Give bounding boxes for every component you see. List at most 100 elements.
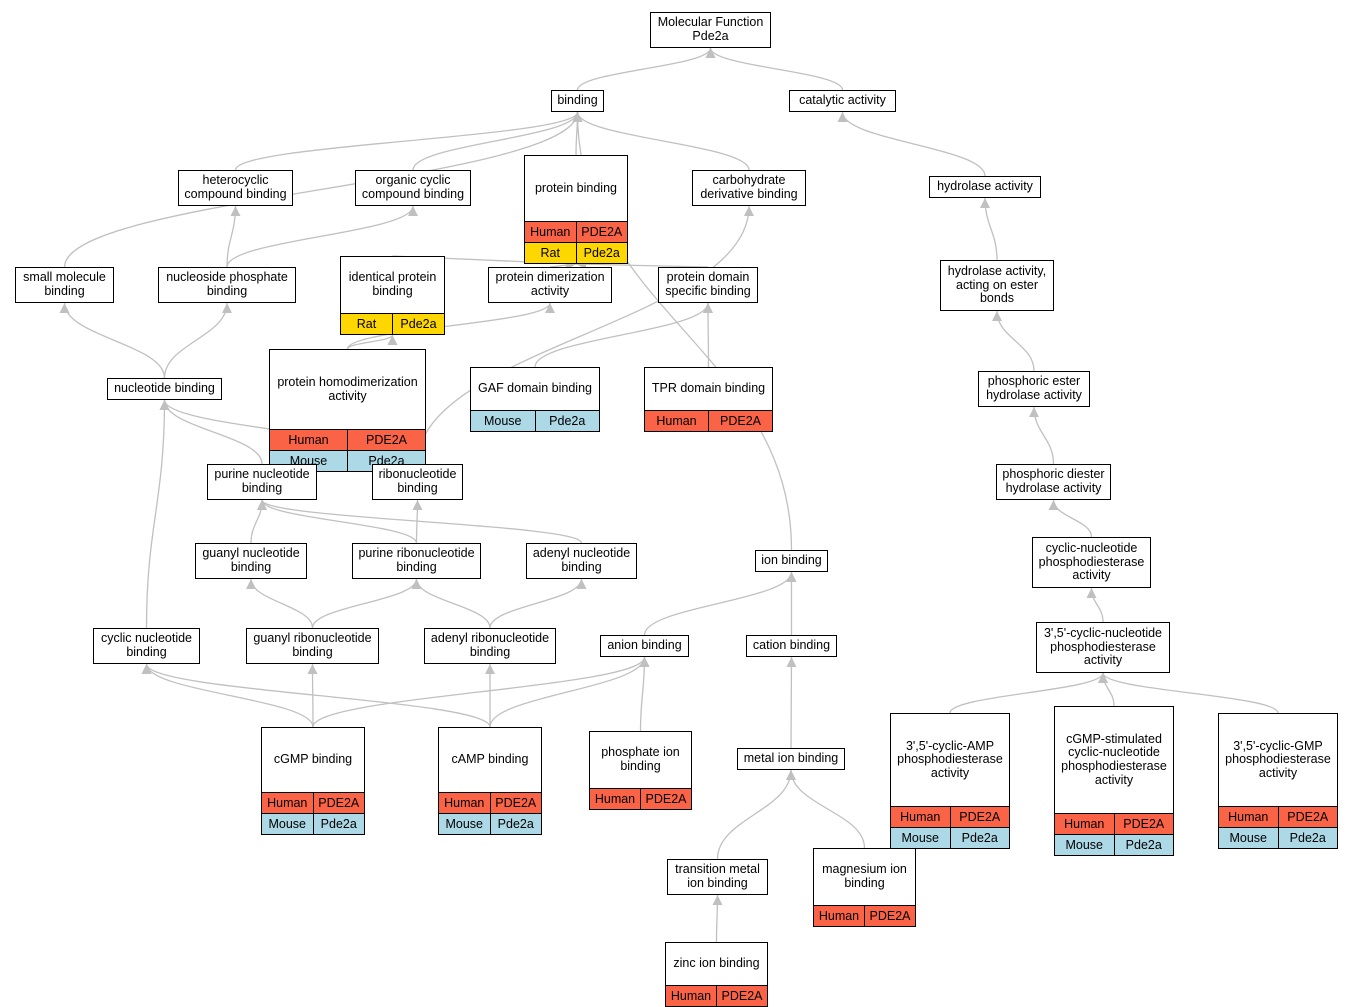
go-term-label-line: binding xyxy=(561,560,602,574)
go-term-binding[interactable]: binding xyxy=(551,90,604,112)
go-term-label-line: metal ion binding xyxy=(743,751,839,766)
edge-transition-metal-to-metal-ion xyxy=(716,769,796,860)
go-term-label-line: compound binding xyxy=(184,187,287,201)
edge-protein-domain-to-protein-binding xyxy=(575,259,709,270)
go-term-label-line: carbohydrate xyxy=(712,173,786,188)
go-term-label-line: activity xyxy=(1083,653,1123,668)
go-term-label-line: cGMP-stimulated xyxy=(1066,731,1162,746)
annotation-gene: PDE2A xyxy=(716,986,767,1006)
go-term-label-line: purine nucleotide xyxy=(214,467,310,482)
go-term-metal-ion[interactable]: metal ion binding xyxy=(737,748,845,770)
go-term-ion[interactable]: ion binding xyxy=(755,550,828,572)
edge-guanyl-ribonucleotide-to-guanyl-nucleotide xyxy=(246,578,314,629)
annotation-species: Rat xyxy=(356,317,377,331)
go-term-label-line: 3',5'-cyclic-AMP xyxy=(905,738,995,753)
annotation-species: Human xyxy=(900,810,941,824)
go-term-nucleotide[interactable]: nucleotide binding xyxy=(107,378,222,400)
annotation-species: Rat xyxy=(540,246,560,260)
edge-purine-ribonucleotide-to-purine-nucleotide xyxy=(257,499,418,544)
go-term-label-line: binding xyxy=(44,284,85,298)
go-term-label: catalytic activity xyxy=(789,90,896,112)
go-term-label-line: phosphodiesterase xyxy=(897,752,1003,767)
go-term-label-line: anion binding xyxy=(607,638,682,653)
annotation-gene: Pde2a xyxy=(949,828,1010,848)
go-term-label: TPR domain binding xyxy=(644,367,773,411)
edge-zinc-ion-to-transition-metal xyxy=(712,894,723,943)
go-term-label-line: purine ribonucleotide xyxy=(358,546,475,561)
edge-protein-dimerization-to-protein-binding xyxy=(549,260,577,271)
go-term-label-line: cGMP binding xyxy=(273,752,353,767)
go-term-cation[interactable]: cation binding xyxy=(746,635,837,657)
edge-metal-ion-to-cation xyxy=(786,656,797,749)
edge-protein-homodimerization-to-identical-protein xyxy=(346,334,398,350)
go-term-hydrolase[interactable]: hydrolase activity xyxy=(929,176,1041,198)
go-term-catalytic[interactable]: catalytic activity xyxy=(789,90,896,112)
go-term-label-line: phosphodiesterase xyxy=(1061,759,1167,773)
annotation-species: Human xyxy=(267,796,308,810)
go-term-label-line: binding xyxy=(372,284,413,298)
go-term-label: metal ion binding xyxy=(737,748,845,770)
edge-heterocyclic-to-binding xyxy=(234,111,583,171)
edge-camp-to-cyclic-nucleotide xyxy=(141,663,491,728)
go-term-label-line: derivative binding xyxy=(700,187,798,201)
go-term-label-line: GAF domain binding xyxy=(478,381,592,396)
go-term-label-line: binding xyxy=(230,560,272,574)
edge-nucleoside-phosphate-to-organic xyxy=(226,205,418,268)
go-term-label-line: phosphodiesterase xyxy=(1038,554,1145,569)
go-term-label-line: small molecule xyxy=(23,270,106,285)
go-term-label-line: binding xyxy=(844,876,885,890)
go-term-label-line: binding xyxy=(620,759,661,773)
annotation-species: Mouse xyxy=(268,817,307,831)
go-term-anion[interactable]: anion binding xyxy=(600,635,689,657)
annotation-gene: Pde2a xyxy=(575,243,628,263)
